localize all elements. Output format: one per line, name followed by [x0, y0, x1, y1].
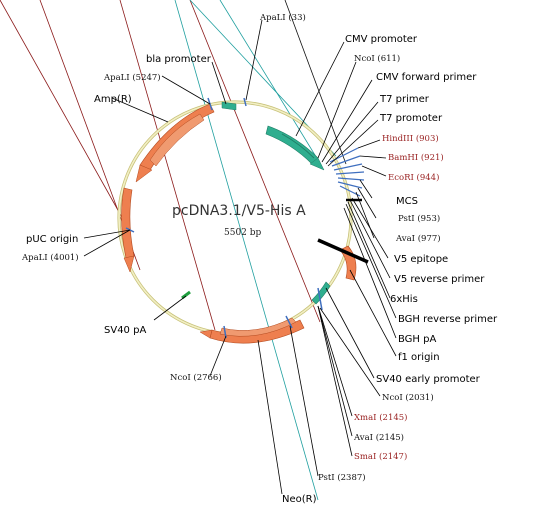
feature-label-puc-origin: pUC origin: [26, 234, 78, 245]
leader-line: [321, 79, 373, 163]
guide-line: [0, 0, 129, 229]
leader-line: [317, 61, 357, 159]
leader-line: [295, 41, 345, 137]
guide-line: [189, 0, 321, 323]
promoter-features: [181, 101, 331, 305]
leader-line: [317, 305, 353, 417]
site-label-smai-2147: SmaI (2147): [354, 451, 407, 462]
guide-line: [219, 0, 319, 161]
leader-line: [349, 199, 391, 279]
bla-promoter-arrow: [221, 101, 237, 111]
site-label-ncoi-2031: NcoI (2031): [382, 392, 434, 403]
neo-r-arrowhead: [199, 329, 213, 339]
neo-r-arrow-inner: [219, 317, 297, 337]
leader-line: [325, 101, 379, 165]
site-label-hindiii-903: HindIII (903): [382, 133, 439, 144]
site-label-apali-4001: ApaLI (4001): [21, 252, 79, 263]
leader-line: [319, 307, 381, 397]
leader-line: [153, 295, 187, 321]
site-label-psti-953: PstI (953): [398, 213, 440, 224]
leader-line: [343, 207, 397, 339]
amp-r-arrow-inner: [149, 113, 205, 167]
feature-label-v5-reverse-primer: V5 reverse primer: [394, 274, 485, 285]
leader-line: [359, 179, 373, 199]
plasmid-name: pcDNA3.1/V5-His A: [172, 203, 306, 219]
leader-line: [257, 339, 283, 495]
leader-line: [245, 19, 263, 101]
leader-line: [83, 229, 131, 257]
leader-line: [317, 305, 353, 457]
leader-line: [209, 335, 227, 377]
leader-line: [357, 187, 377, 219]
leader-line: [111, 97, 169, 123]
mcs-tick: [333, 163, 363, 171]
feature-label-bgh-pa: BGH pA: [398, 334, 436, 345]
leader-line: [349, 269, 397, 357]
site-label-xmai-2145: XmaI (2145): [354, 412, 408, 423]
leader-line: [359, 155, 387, 159]
cmv-promoter-arrowhead: [309, 157, 325, 171]
mcs-tick: [337, 177, 365, 181]
leader-line: [289, 325, 319, 477]
feature-label-bla-promoter: bla promoter: [146, 54, 212, 65]
feature-label-f1-origin: f1 origin: [398, 352, 440, 363]
puc-origin-arrowhead: [123, 255, 135, 273]
leader-line: [345, 203, 397, 319]
apali-33-tick: [243, 97, 247, 107]
guide-line: [119, 0, 216, 331]
guide-line: [174, 0, 319, 501]
mcs-tick: [331, 155, 361, 167]
feature-label-sv40-pa: SV40 pA: [104, 325, 146, 336]
feature-label-v5-epitope: V5 epitope: [394, 254, 448, 265]
mcs-ticks: [125, 97, 369, 339]
psti-2387-tick: [285, 315, 293, 329]
sv40-early-promoter-arrow: [311, 281, 331, 305]
mcs-tick: [337, 181, 363, 189]
feature-label-amp-r: Amp(R): [94, 94, 132, 105]
leader-line: [83, 229, 131, 239]
leader-line: [357, 139, 381, 149]
mcs-tick: [335, 171, 365, 175]
leader-line: [351, 197, 389, 259]
leader-lines: [83, 19, 397, 495]
plasmid-size: 5502 bp: [224, 228, 262, 238]
feature-label-sv40-early-promoter: SV40 early promoter: [376, 374, 481, 385]
site-label-ncoi-2766: NcoI (2766): [170, 372, 222, 383]
feature-label-t7-promoter: T7 promoter: [379, 113, 443, 124]
site-label-psti-2387: PstI (2387): [318, 472, 366, 483]
ncoi-2031-tick: [317, 287, 323, 311]
feature-label-cmv-forward-primer: CMV forward primer: [376, 72, 477, 83]
feature-label-mcs: MCS: [396, 196, 418, 207]
bgh-pa-mark: [317, 238, 369, 264]
guide-line: [284, 0, 347, 165]
site-label-apali-5247: ApaLI (5247): [103, 72, 161, 83]
site-label-ecori-944: EcoRI (944): [388, 172, 439, 183]
sv40-pa-mark: [181, 290, 191, 300]
site-label-bamhi-921: BamHI (921): [388, 152, 444, 163]
site-label-avai-2145: AvaI (2145): [353, 432, 404, 443]
feature-label-t7-primer: T7 primer: [379, 94, 430, 105]
site-label-ncoi-611: NcoI (611): [354, 53, 400, 64]
site-label-avai-977: AvaI (977): [395, 233, 441, 244]
leader-line: [317, 305, 353, 437]
leader-line: [327, 119, 379, 167]
feature-label-neo-r: Neo(R): [282, 494, 317, 505]
site-label-apali-33: ApaLI (33): [259, 12, 306, 23]
guide-lines: [0, 0, 347, 501]
cmv-promoter-detail: [281, 133, 315, 159]
feature-label-bgh-reverse-primer: BGH reverse primer: [398, 314, 498, 325]
feature-label-cmv-promoter: CMV promoter: [345, 34, 418, 45]
feature-label-6xhis: 6xHis: [390, 294, 418, 305]
leader-line: [161, 75, 211, 105]
leader-line: [325, 287, 375, 379]
amp-r-arrowhead: [135, 164, 153, 183]
leader-line: [211, 61, 227, 105]
leader-line: [347, 201, 391, 299]
leader-line: [361, 165, 387, 177]
